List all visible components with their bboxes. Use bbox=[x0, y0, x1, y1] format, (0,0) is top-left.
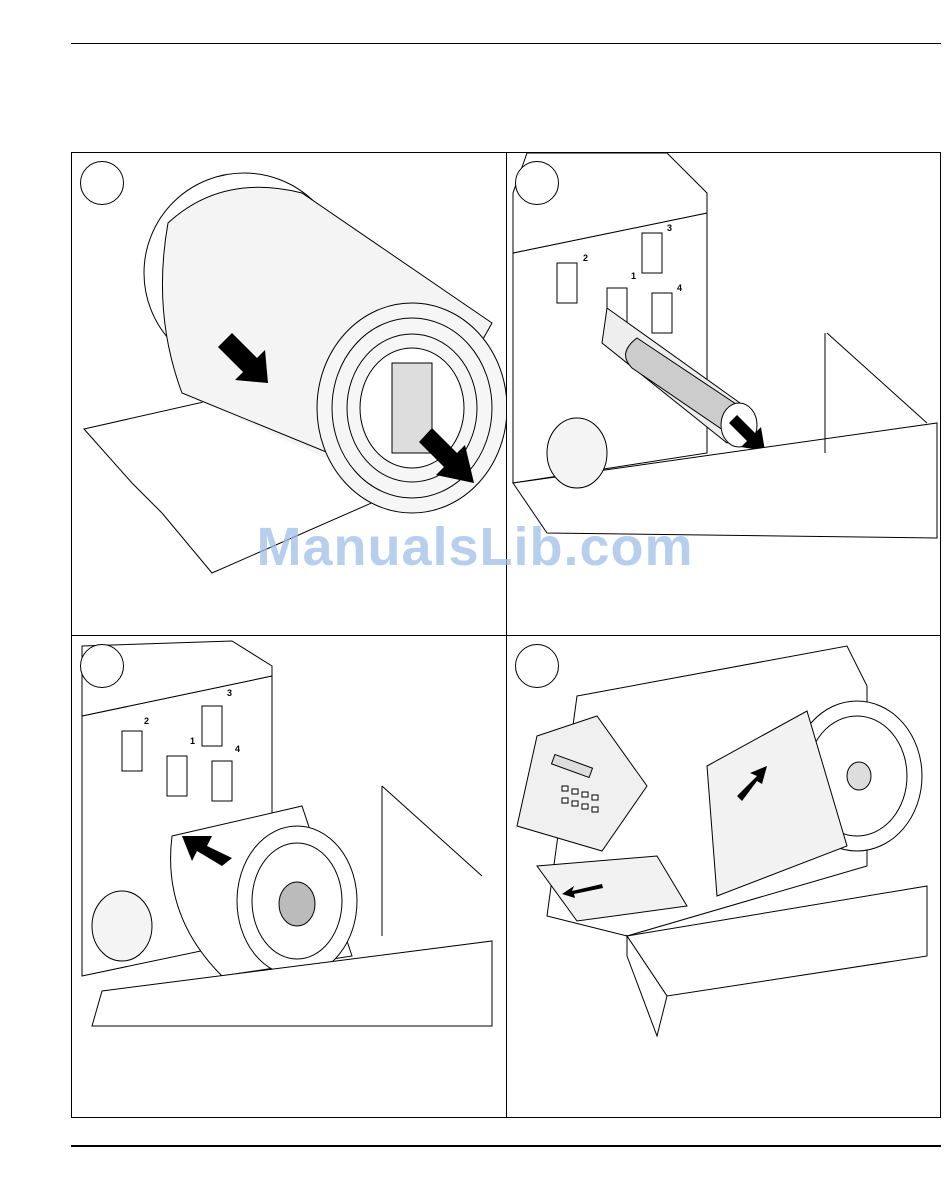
step-3-circle bbox=[80, 644, 124, 688]
slot-label-1: 1 bbox=[190, 736, 195, 746]
step-4-circle bbox=[515, 644, 559, 688]
bottom-rule bbox=[71, 1145, 941, 1147]
slot-label-3: 3 bbox=[667, 223, 672, 233]
watermark: ManualsLib.com bbox=[0, 516, 950, 578]
thread-media-illustration bbox=[507, 636, 940, 1117]
slot-label-4: 4 bbox=[677, 283, 682, 293]
illustration-panel-3: 2 1 3 4 bbox=[72, 636, 507, 1117]
step-2-circle bbox=[515, 161, 559, 205]
slot-label-3: 3 bbox=[227, 688, 232, 698]
illustration-grid: 2 1 3 4 2 1 3 bbox=[71, 152, 941, 1118]
slot-label-2: 2 bbox=[144, 716, 149, 726]
top-rule bbox=[71, 43, 941, 44]
slot-label-1: 1 bbox=[631, 271, 636, 281]
illustration-panel-4 bbox=[507, 636, 940, 1117]
slot-label-2: 2 bbox=[583, 253, 588, 263]
step-1-circle bbox=[80, 161, 124, 205]
load-media-roll-illustration: 2 1 3 4 bbox=[72, 636, 507, 1117]
slot-label-4: 4 bbox=[235, 744, 240, 754]
